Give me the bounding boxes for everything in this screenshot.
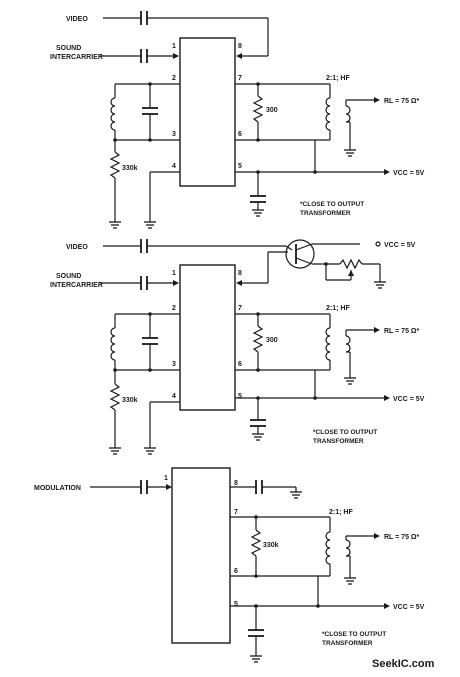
note-2b: TRANSFORMER: [313, 438, 364, 445]
sound-label-1b: INTERCARRIER: [50, 54, 103, 61]
note-2a: *CLOSE TO OUTPUT: [313, 429, 377, 436]
svg-text:7: 7: [234, 509, 238, 516]
svg-text:1: 1: [164, 475, 168, 482]
svg-text:5: 5: [238, 163, 242, 170]
video-label-2: VIDEO: [66, 244, 88, 251]
transistor: [285, 239, 315, 269]
note-1a: *CLOSE TO OUTPUT: [300, 201, 364, 208]
svg-text:3: 3: [172, 131, 176, 138]
svg-text:5: 5: [234, 601, 238, 608]
resistor-330k-3: 330k: [263, 542, 279, 549]
output-load-2: RL = 75 Ω*: [384, 328, 420, 335]
ic-3: [171, 467, 231, 644]
resistor-330k-2: 330k: [122, 397, 138, 404]
svg-text:6: 6: [238, 361, 242, 368]
svg-text:4: 4: [172, 163, 176, 170]
resistor-300-2: 300: [266, 337, 278, 344]
svg-text:8: 8: [238, 43, 242, 50]
resistor-330k-1: 330k: [122, 165, 138, 172]
svg-text:1: 1: [172, 43, 176, 50]
sound-label-2b: INTERCARRIER: [50, 282, 103, 289]
transformer-2: 2:1; HF: [326, 305, 350, 312]
svg-text:3: 3: [172, 361, 176, 368]
modulation-label: MODULATION: [34, 485, 81, 492]
output-load-3: RL = 75 Ω*: [384, 534, 420, 541]
vcc-top-2: VCC = 5V: [384, 242, 416, 249]
note-3b: TRANSFORMER: [322, 640, 373, 647]
ic-2: [179, 264, 236, 411]
transformer-3: 2:1; HF: [329, 509, 353, 516]
note-3a: *CLOSE TO OUTPUT: [322, 631, 386, 638]
svg-text:5: 5: [238, 393, 242, 400]
vcc-label-3: VCC = 5V: [393, 604, 425, 611]
svg-text:8: 8: [234, 480, 238, 487]
svg-text:2: 2: [172, 305, 176, 312]
svg-text:8: 8: [238, 270, 242, 277]
ic-1: [179, 37, 236, 187]
svg-text:2: 2: [172, 75, 176, 82]
circuit-1: VIDEO SOUND INTERCARRIER 1 8 2 7 3 6 4 5: [50, 11, 425, 229]
transformer-1: 2:1; HF: [326, 75, 350, 82]
vcc-label-2: VCC = 5V: [393, 396, 425, 403]
circuit-3: MODULATION 1 8 7 6 5 330k: [34, 467, 425, 663]
svg-text:7: 7: [238, 75, 242, 82]
sound-label-1a: SOUND: [56, 45, 81, 52]
svg-text:7: 7: [238, 305, 242, 312]
output-load-1: RL = 75 Ω*: [384, 98, 420, 105]
svg-text:1: 1: [172, 270, 176, 277]
watermark: SeekIC.com: [372, 658, 435, 670]
sound-label-2a: SOUND: [56, 273, 81, 280]
vcc-label-1: VCC = 5V: [393, 170, 425, 177]
circuit-2: VIDEO VCC = 5V SOUND INTERCARRIER: [50, 239, 425, 455]
svg-text:4: 4: [172, 393, 176, 400]
video-label-1: VIDEO: [66, 16, 88, 23]
svg-text:6: 6: [238, 131, 242, 138]
svg-text:6: 6: [234, 568, 238, 575]
resistor-300-1: 300: [266, 107, 278, 114]
note-1b: TRANSFORMER: [300, 210, 351, 217]
